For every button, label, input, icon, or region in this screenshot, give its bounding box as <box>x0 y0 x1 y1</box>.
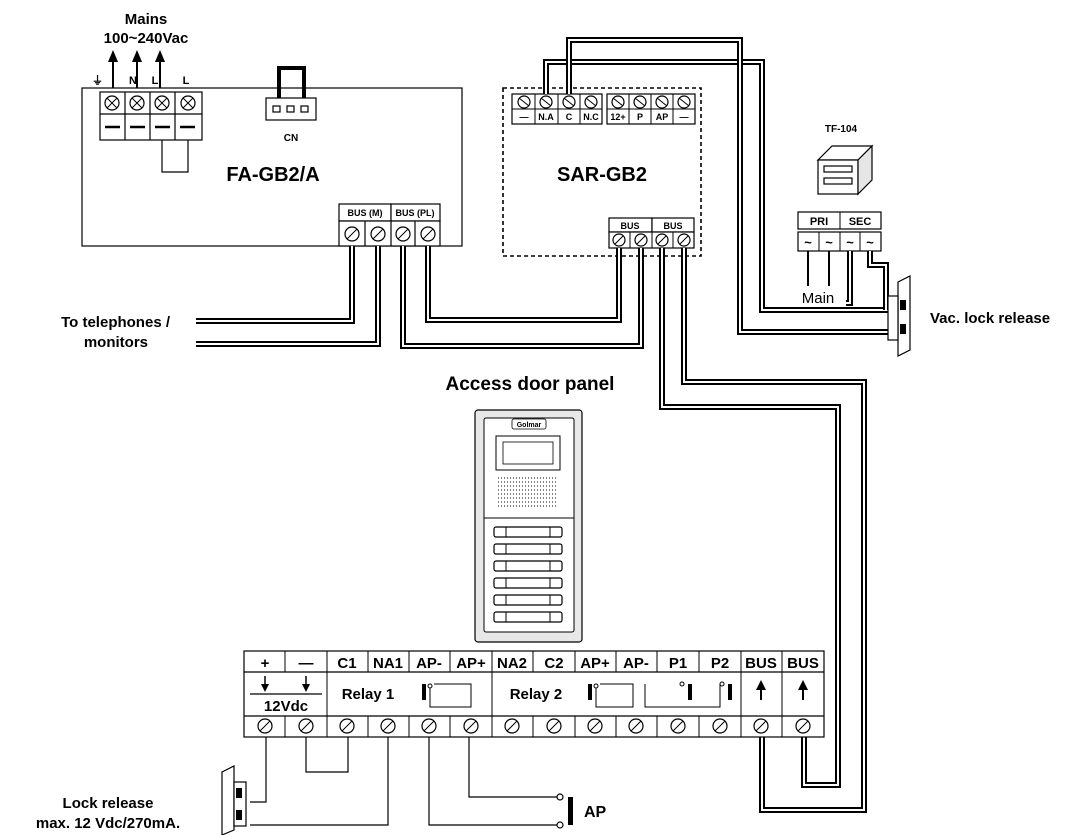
transformer-sym-1: ~ <box>804 235 812 250</box>
mains-voltage: 100~240Vac <box>104 30 189 47</box>
relay2-section: Relay 2 <box>510 683 634 708</box>
panel-terminal-block: + — C1 NA1 AP- AP+ NA2 C2 AP+ AP- P1 P2 … <box>243 650 825 738</box>
mains-screws <box>104 95 196 129</box>
terminal-label-earth: ⏚ <box>92 74 103 87</box>
relay1-label: Relay 1 <box>342 686 395 703</box>
transformer-pri: PRI <box>810 216 828 228</box>
power-supply-fa-gb2a: ⏚ N L L CN FA-GB2/A <box>81 66 463 247</box>
term-ap-plus-2: AP+ <box>580 655 610 672</box>
relay2-label: Relay 2 <box>510 686 563 703</box>
sar-bus-label-2: BUS <box>663 221 682 231</box>
mains-bridge-link <box>161 140 189 173</box>
transformer-sym-3: ~ <box>846 235 854 250</box>
panel-call-buttons <box>493 526 563 623</box>
term-bus-1: BUS <box>745 655 777 672</box>
wiring <box>196 37 904 826</box>
term-na2: NA2 <box>497 655 527 672</box>
transformer-tf104: TF-104 PRI SEC ~ ~ ~ ~ Main <box>797 124 882 307</box>
term-c1: C1 <box>337 655 356 672</box>
term-bus-2: BUS <box>787 655 819 672</box>
transformer-sym-2: ~ <box>825 235 833 250</box>
terminal-dividers <box>284 651 783 737</box>
transformer-name: TF-104 <box>825 124 858 135</box>
sar-term-na: N.A <box>538 112 554 122</box>
sar-term-ap: AP <box>656 112 669 122</box>
term-minus: — <box>299 655 314 672</box>
panel-speaker-grille <box>498 477 558 507</box>
term-p1: P1 <box>669 655 687 672</box>
terminal-headers: + — C1 NA1 AP- AP+ NA2 C2 AP+ AP- P1 P2 … <box>261 655 819 672</box>
ap-pushbutton: AP <box>556 793 607 829</box>
sar-term-nc: N.C <box>583 112 599 122</box>
sar-bus-terminals: BUS BUS <box>608 217 695 249</box>
lock-release-label-1: Lock release <box>63 795 154 812</box>
terminal-label-l2: L <box>183 75 190 87</box>
bus-pl-label: BUS (PL) <box>396 208 435 218</box>
panel-title: Access door panel <box>446 374 615 395</box>
term-na1: NA1 <box>373 655 403 672</box>
bus-arrows <box>756 680 808 700</box>
term-ap-minus-1: AP- <box>416 655 442 672</box>
transformer-icon <box>816 144 874 196</box>
terminal-label-l1: L <box>152 75 159 87</box>
vac-lock-label: Vac. lock release <box>930 310 1050 327</box>
mains-title: Mains <box>125 11 168 28</box>
sar-term-minus2: — <box>680 112 689 122</box>
transformer-main-label: Main <box>802 290 835 307</box>
transformer-sym-4: ~ <box>866 235 874 250</box>
terminal-label-n: N <box>129 75 137 87</box>
panel-terminal-screws <box>257 718 811 734</box>
access-door-panel: Golmar <box>474 409 583 643</box>
transformer-sec: SEC <box>849 216 872 228</box>
p-inputs-section <box>644 681 732 708</box>
vac-lock-release: Vac. lock release <box>887 275 1050 357</box>
supply-section: 12Vdc <box>250 676 322 715</box>
sar-name: SAR-GB2 <box>557 164 647 186</box>
bus-m-label: BUS (M) <box>348 208 383 218</box>
ap-label: AP <box>584 804 607 821</box>
sar-term-12plus: 12+ <box>610 112 625 122</box>
lock-release-label-2: max. 12 Vdc/270mA. <box>36 815 180 832</box>
supply-label: 12Vdc <box>264 698 308 715</box>
relay1-section: Relay 1 <box>342 683 472 708</box>
mains-label: Mains 100~240Vac <box>104 11 189 47</box>
sar-term-minus1: — <box>520 112 529 122</box>
sar-term-p: P <box>637 112 643 122</box>
sar-term-c: C <box>566 112 573 122</box>
dc-lock-release: Lock release max. 12 Vdc/270mA. <box>36 765 247 835</box>
power-supply-name: FA-GB2/A <box>226 164 319 186</box>
term-ap-plus-1: AP+ <box>456 655 486 672</box>
term-ap-minus-2: AP- <box>623 655 649 672</box>
cn-label: CN <box>284 133 298 144</box>
term-c2: C2 <box>544 655 563 672</box>
cn-connector: CN <box>265 66 317 144</box>
telephones-label-1: To telephones / <box>61 314 171 331</box>
power-supply-bus-terminals: BUS (M) BUS (PL) <box>338 203 441 247</box>
sar-top-terminals: — N.A C N.C 12+ P AP — <box>511 93 696 125</box>
telephones-label-2: monitors <box>84 334 148 351</box>
sar-gb2-module: — N.A C N.C 12+ P AP — SAR-GB2 BUS BUS <box>502 87 702 257</box>
sar-bus-label-1: BUS <box>620 221 639 231</box>
term-plus: + <box>261 655 270 672</box>
term-p2: P2 <box>711 655 729 672</box>
panel-brand: Golmar <box>517 422 542 429</box>
